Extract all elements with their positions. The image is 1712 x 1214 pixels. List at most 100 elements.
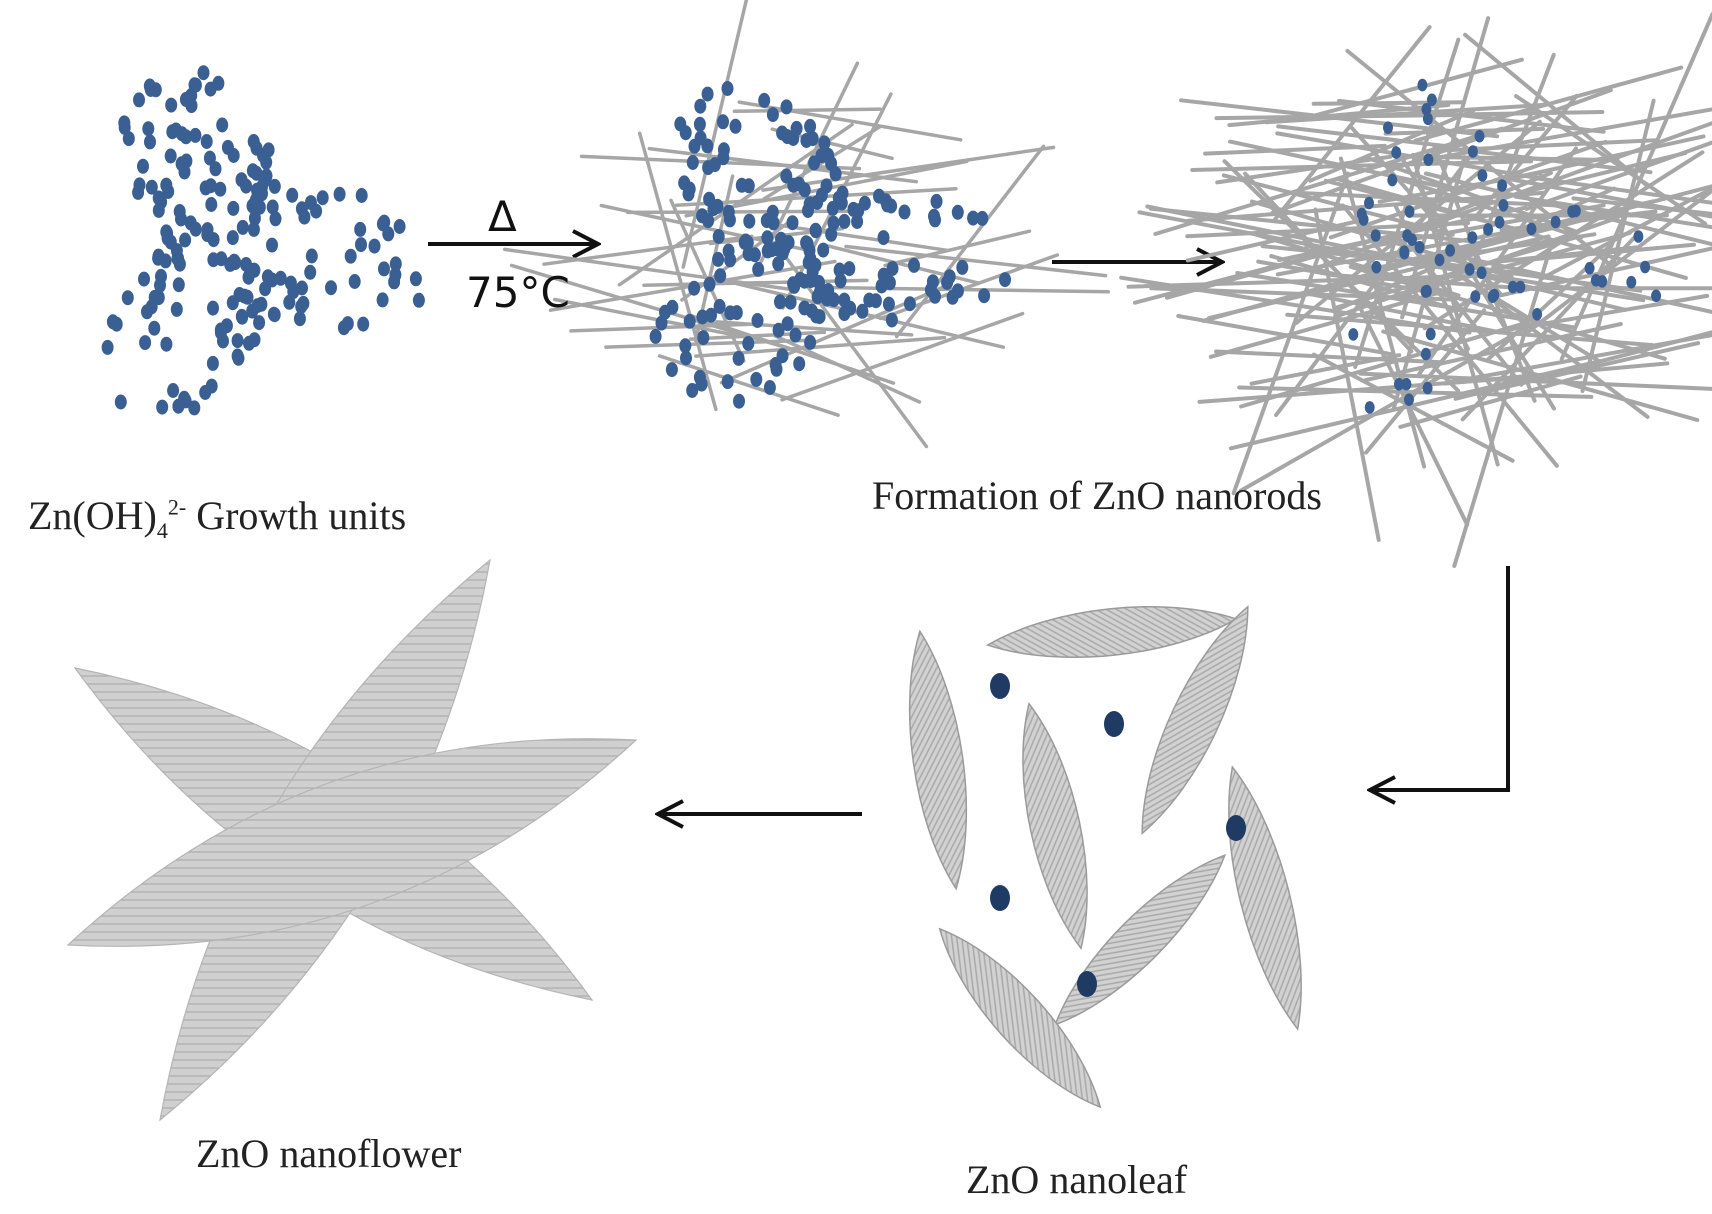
growth-unit-dot xyxy=(337,320,350,336)
nucleation-dot xyxy=(784,294,797,310)
nucleation-dot xyxy=(877,230,890,246)
nanorod xyxy=(1239,321,1527,409)
nucleation-rod xyxy=(642,278,869,288)
nucleation-dot xyxy=(735,177,748,193)
nucleation-dot xyxy=(766,204,779,220)
growth-unit-dot xyxy=(316,190,329,206)
nucleation-dot xyxy=(703,276,716,292)
nanoleaf xyxy=(1141,605,1249,835)
nucleation-dot xyxy=(804,334,817,350)
growth-unit-dot xyxy=(189,221,202,237)
nanorod-dot xyxy=(1494,216,1505,229)
nucleation-dot xyxy=(659,304,671,320)
growth-unit-dot xyxy=(188,400,201,416)
nucleation-dot xyxy=(813,284,826,300)
growth-unit-dot xyxy=(295,201,308,217)
growth-unit-dot xyxy=(160,336,173,352)
nucleation-dot xyxy=(808,155,821,171)
growth-unit-dot xyxy=(141,304,153,320)
nucleation-dot xyxy=(776,348,789,364)
nanorod-dot xyxy=(1422,381,1433,395)
nucleation-dot xyxy=(752,261,765,277)
growth-unit-dot xyxy=(240,178,253,194)
growth-unit-dot xyxy=(142,121,155,137)
nanorod xyxy=(1149,286,1457,302)
nucleation-dot xyxy=(703,191,716,207)
growth-units-formula: Zn(OH) xyxy=(28,493,157,538)
nucleation-rod xyxy=(780,311,1025,402)
growth-units-cluster xyxy=(101,65,425,416)
growth-unit-dot xyxy=(197,65,210,81)
nanorod-dot xyxy=(1467,145,1478,158)
growth-unit-dot xyxy=(178,164,191,180)
growth-unit-dot xyxy=(200,134,213,149)
growth-unit-dot xyxy=(268,178,281,194)
growth-unit-dot xyxy=(268,307,281,323)
nanorod-dot xyxy=(1498,199,1509,212)
nanorod xyxy=(1235,271,1576,330)
growth-units-text: Growth units xyxy=(186,493,407,538)
nucleation-dot xyxy=(758,92,771,108)
nanoleaf xyxy=(938,927,1102,1109)
nanorod xyxy=(1179,98,1500,139)
nucleation-rod xyxy=(657,354,840,417)
nucleation-dot xyxy=(761,230,774,246)
nucleation-dot xyxy=(712,251,725,267)
growth-unit-dot xyxy=(178,390,191,406)
nanorod xyxy=(1253,232,1461,298)
nanorod xyxy=(1452,246,1553,568)
nanorod xyxy=(1231,171,1350,496)
nucleation-rod xyxy=(552,297,754,341)
nanoleaf xyxy=(908,629,968,891)
nanorod-dot xyxy=(1651,289,1662,303)
nanorod xyxy=(1409,244,1524,387)
nanorod-dot xyxy=(1464,263,1475,276)
nanorod-dot xyxy=(1476,266,1487,280)
nanorod-dot xyxy=(1383,121,1393,134)
nucleation-dot xyxy=(743,213,756,229)
nucleation-dot xyxy=(786,215,799,231)
nucleation-dot xyxy=(869,293,882,309)
growth-unit-dot xyxy=(204,81,217,97)
nucleation-rod xyxy=(637,131,718,412)
nanorod-dot xyxy=(1394,378,1404,391)
nucleation-dot xyxy=(776,125,789,141)
growth-unit-dot xyxy=(389,256,402,272)
nanorod-dot xyxy=(1497,179,1508,192)
nanorod xyxy=(1488,246,1712,300)
nanorod-dot xyxy=(1550,215,1561,229)
nanorod-dot xyxy=(1356,207,1367,221)
growth-unit-dot xyxy=(164,148,177,164)
nanorod-dot xyxy=(1477,169,1488,182)
growth-unit-dot xyxy=(293,311,306,327)
nucleation-rod xyxy=(647,146,919,184)
growth-unit-dot xyxy=(154,277,166,293)
growth-unit-dot xyxy=(101,339,114,355)
growth-unit-dot xyxy=(170,301,183,317)
nanorod xyxy=(1524,140,1712,211)
nanoleaf-growth-unit xyxy=(990,885,1010,911)
nucleation-dot xyxy=(827,215,840,231)
growth-unit-dot xyxy=(110,316,123,332)
growth-unit-dot xyxy=(355,188,368,203)
growth-unit-dot xyxy=(412,292,425,308)
nucleation-dot xyxy=(882,296,895,312)
nucleation-dot xyxy=(802,203,814,218)
nucleation-dot xyxy=(750,371,763,387)
growth-unit-dot xyxy=(388,274,401,290)
nanoleaf xyxy=(1053,853,1227,1027)
growth-unit-dot xyxy=(137,158,149,174)
nanorod xyxy=(1165,238,1374,300)
nanorod xyxy=(1358,371,1712,391)
nanorod xyxy=(1238,322,1535,493)
nanorod-dot xyxy=(1483,223,1494,236)
nanorod xyxy=(1311,100,1467,106)
nucleation-dot xyxy=(679,125,692,141)
nucleation-dot xyxy=(886,261,899,276)
nanorod-dot xyxy=(1515,280,1526,294)
nanorod-dot xyxy=(1414,240,1425,254)
growth-unit-dot xyxy=(138,271,150,287)
nucleation-dot xyxy=(693,116,706,132)
nanorod xyxy=(1215,154,1393,185)
nucleation-dot xyxy=(729,118,742,134)
